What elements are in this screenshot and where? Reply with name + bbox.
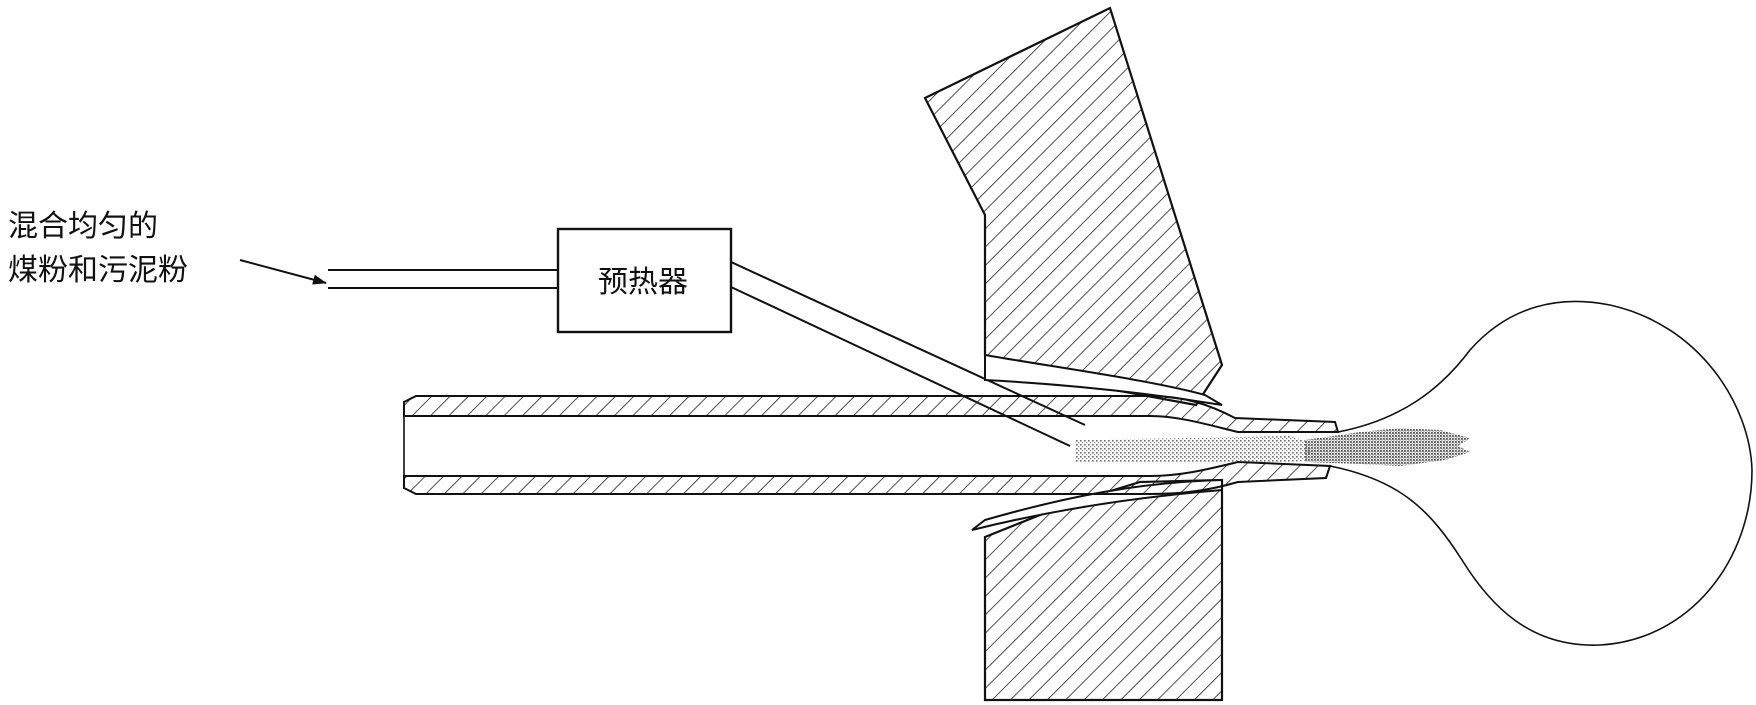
preheater-label: 预热器 xyxy=(598,265,688,300)
preheater-box xyxy=(556,227,733,334)
powder-jet xyxy=(1075,436,1310,462)
burner-lower-wall xyxy=(403,460,1332,495)
upper-furnace-wall xyxy=(923,6,1224,407)
feed-arrow xyxy=(239,259,327,285)
feed-label-line2: 煤粉和污泥粉 xyxy=(8,253,188,288)
feed-pipe xyxy=(328,269,558,289)
flame-envelope xyxy=(1329,300,1753,646)
flame-spray xyxy=(1305,428,1470,466)
feed-label-line1: 混合均匀的 xyxy=(8,209,158,244)
burner-upper-wall xyxy=(403,395,1340,433)
air-channel-upper xyxy=(984,353,1223,406)
